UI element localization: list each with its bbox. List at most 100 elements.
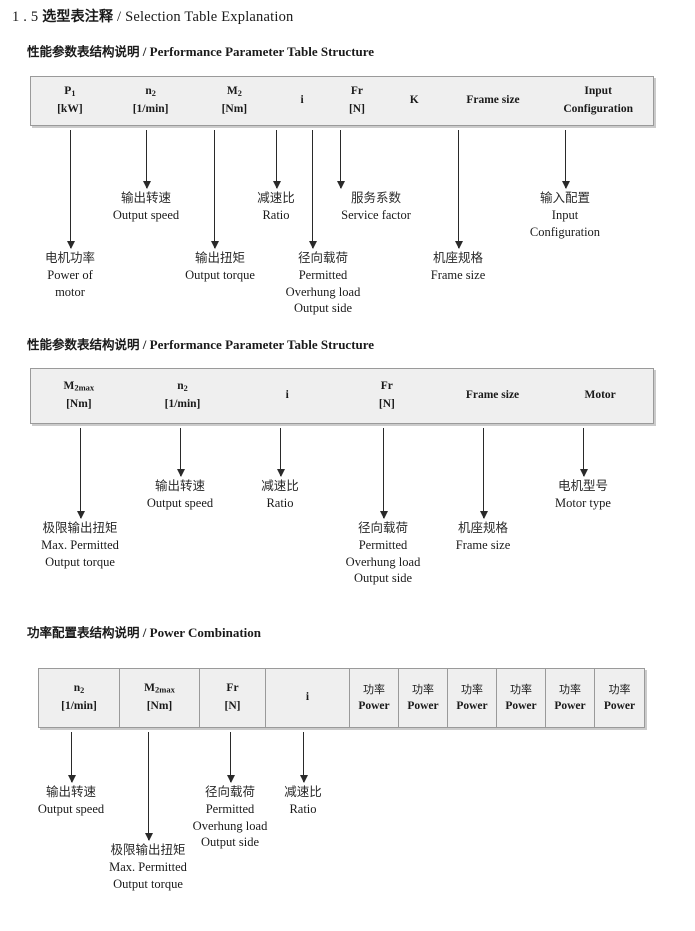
table1-col-i: i (276, 77, 328, 125)
note-overhung-load-en-3: Output side (294, 301, 352, 316)
table2-col-frame-size: Frame size (438, 369, 548, 423)
note-overhung-load-3-en-1: Permitted (205, 801, 255, 816)
performance-parameter-table-1: P1 [kW] n2 [1/min] M2 [Nm] i Fr [N] K Fr… (30, 76, 654, 126)
note-max-permitted-output-torque-cn: 极限输出扭矩 (42, 520, 118, 535)
note-output-torque-cn: 输出扭矩 (194, 250, 246, 265)
note-service-factor-cn: 服务系数 (350, 190, 402, 205)
table2-col-m2max: M2max [Nm] (31, 369, 127, 423)
table1-col-fr-unit: [N] (348, 103, 365, 115)
arrow-to-permitted-overhung-load (308, 130, 317, 249)
arrow-to-ratio-3 (299, 732, 308, 783)
table3-col-power-4-cn: 功率 (510, 682, 532, 696)
section-heading-2: 性能参数表结构说明 / Performance Parameter Table … (27, 334, 374, 353)
note-max-permitted-output-torque-3-cn: 极限输出扭矩 (110, 842, 186, 857)
note-output-speed-3: 输出转速 Output speed (38, 784, 104, 818)
note-overhung-load-3-en-3: Output side (201, 835, 259, 850)
note-power-of-motor-en-2: motor (55, 284, 85, 299)
table1-col-p1-symbol: P (64, 85, 72, 98)
arrow-to-output-speed-2 (176, 428, 185, 477)
table1-col-p1-sub: 1 (71, 89, 76, 98)
note-output-speed-2: 输出转速 Output speed (147, 478, 213, 512)
note-overhung-load-2-en-3: Output side (354, 571, 412, 586)
arrow-to-ratio-2 (276, 428, 285, 477)
arrow-to-output-speed-3 (67, 732, 76, 783)
table1-col-p1-unit: [kW] (57, 103, 83, 115)
arrow-to-output-torque (210, 130, 219, 249)
note-overhung-load-3-en-2: Overhung load (192, 818, 268, 833)
section-heading-1-english: Performance Parameter Table Structure (149, 44, 375, 59)
arrow-to-frame-size-2 (479, 428, 488, 519)
note-motor-type-cn: 电机型号 (557, 478, 608, 493)
table1-col-n2-sub: 2 (151, 89, 156, 98)
table2-col-m2max-sub: 2max (74, 382, 95, 393)
power-combination-table: n2 [1/min] M2max [Nm] Fr [N] i 功率 Power … (38, 668, 645, 728)
note-ratio-3-en-1: Ratio (289, 801, 317, 816)
note-overhung-load-2-en-1: Permitted (358, 537, 408, 552)
table1-col-fr: Fr [N] (328, 77, 386, 125)
table3-col-n2: n2 [1/min] (39, 669, 120, 727)
section-heading-3: 功率配置表结构说明 / Power Combination (27, 622, 261, 641)
page-title: 1 . 5 选型表注释 / Selection Table Explanatio… (12, 6, 294, 26)
section-heading-2-chinese: 性能参数表结构说明 (27, 337, 140, 352)
table3-col-power-2-en: Power (407, 699, 439, 712)
table1-col-input-configuration-line1: Input (584, 85, 612, 98)
table2-col-fr-unit: [N] (378, 398, 395, 410)
arrow-to-output-speed (142, 130, 151, 189)
note-input-configuration-cn: 输入配置 (539, 190, 591, 205)
arrow-to-frame-size (454, 130, 463, 249)
note-ratio: 减速比 Ratio (257, 190, 295, 224)
arrow-to-ratio (272, 130, 281, 189)
arrow-to-service-factor (336, 130, 345, 189)
title-english: Selection Table Explanation (125, 9, 294, 25)
note-ratio-2-en-1: Ratio (266, 495, 294, 510)
table3-col-power-6: 功率 Power (595, 669, 644, 727)
table3-col-power-1: 功率 Power (350, 669, 399, 727)
note-overhung-load-en-1: Permitted (298, 267, 348, 282)
arrow-to-permitted-overhung-load-3 (226, 732, 235, 783)
note-max-permitted-output-torque-3: 极限输出扭矩 Max. Permitted Output torque (109, 842, 187, 892)
note-output-speed-3-cn: 输出转速 (45, 784, 96, 799)
note-service-factor: 服务系数 Service factor (341, 190, 411, 224)
table1-col-m2-symbol: M (226, 85, 238, 98)
table3-col-m2max-unit: [Nm] (146, 700, 173, 712)
note-power-of-motor-en-1: Power of (47, 267, 93, 282)
arrow-to-motor-type (579, 428, 588, 477)
title-separator: / (117, 9, 122, 25)
table3-col-power-1-cn: 功率 (363, 682, 385, 696)
table1-col-k-symbol: K (409, 94, 419, 107)
note-frame-size-2-en-1: Frame size (455, 537, 511, 552)
table2-col-fr: Fr [N] (336, 369, 438, 423)
arrow-to-power-of-motor (66, 130, 75, 249)
table3-col-n2-symbol: n (73, 682, 81, 695)
note-overhung-load: 径向载荷 Permitted Overhung load Output side (286, 250, 361, 317)
note-max-permitted-output-torque-en-2: Output torque (45, 554, 115, 569)
table3-col-power-5-cn: 功率 (559, 682, 581, 696)
table1-col-n2-unit: [1/min] (132, 103, 169, 115)
note-output-torque: 输出扭矩 Output torque (185, 250, 255, 284)
table2-col-n2-unit: [1/min] (164, 398, 201, 410)
section-heading-1-chinese: 性能参数表结构说明 (27, 44, 140, 59)
table3-col-fr-symbol: Fr (226, 682, 239, 695)
table2-col-motor-label: Motor (584, 389, 616, 402)
table1-col-k: K (386, 77, 443, 125)
section-heading-3-chinese: 功率配置表结构说明 (27, 625, 140, 640)
table1-col-n2: n2 [1/min] (109, 77, 193, 125)
table2-col-i-symbol: i (285, 389, 289, 402)
section-heading-1-separator: / (142, 44, 147, 59)
arrow-to-max-permitted-output-torque-3 (144, 732, 153, 841)
note-output-torque-en-1: Output torque (185, 267, 255, 282)
performance-parameter-table-2: M2max [Nm] n2 [1/min] i Fr [N] Frame siz… (30, 368, 654, 424)
note-input-configuration-en-1: Input (551, 207, 579, 222)
note-max-permitted-output-torque: 极限输出扭矩 Max. Permitted Output torque (41, 520, 119, 570)
table3-col-m2max-symbol: M (144, 682, 155, 695)
table1-col-p1: P1 [kW] (31, 77, 109, 125)
table3-col-power-4-en: Power (505, 699, 537, 712)
table2-col-n2: n2 [1/min] (127, 369, 239, 423)
note-output-speed-2-en-1: Output speed (146, 495, 214, 510)
note-overhung-load-2-en-2: Overhung load (345, 554, 421, 569)
note-overhung-load-en-2: Overhung load (285, 284, 361, 299)
note-input-configuration-en-2: Configuration (529, 224, 601, 239)
table1-col-i-symbol: i (300, 94, 304, 107)
note-ratio-2: 减速比 Ratio (261, 478, 299, 512)
table3-col-n2-sub: 2 (80, 686, 85, 695)
